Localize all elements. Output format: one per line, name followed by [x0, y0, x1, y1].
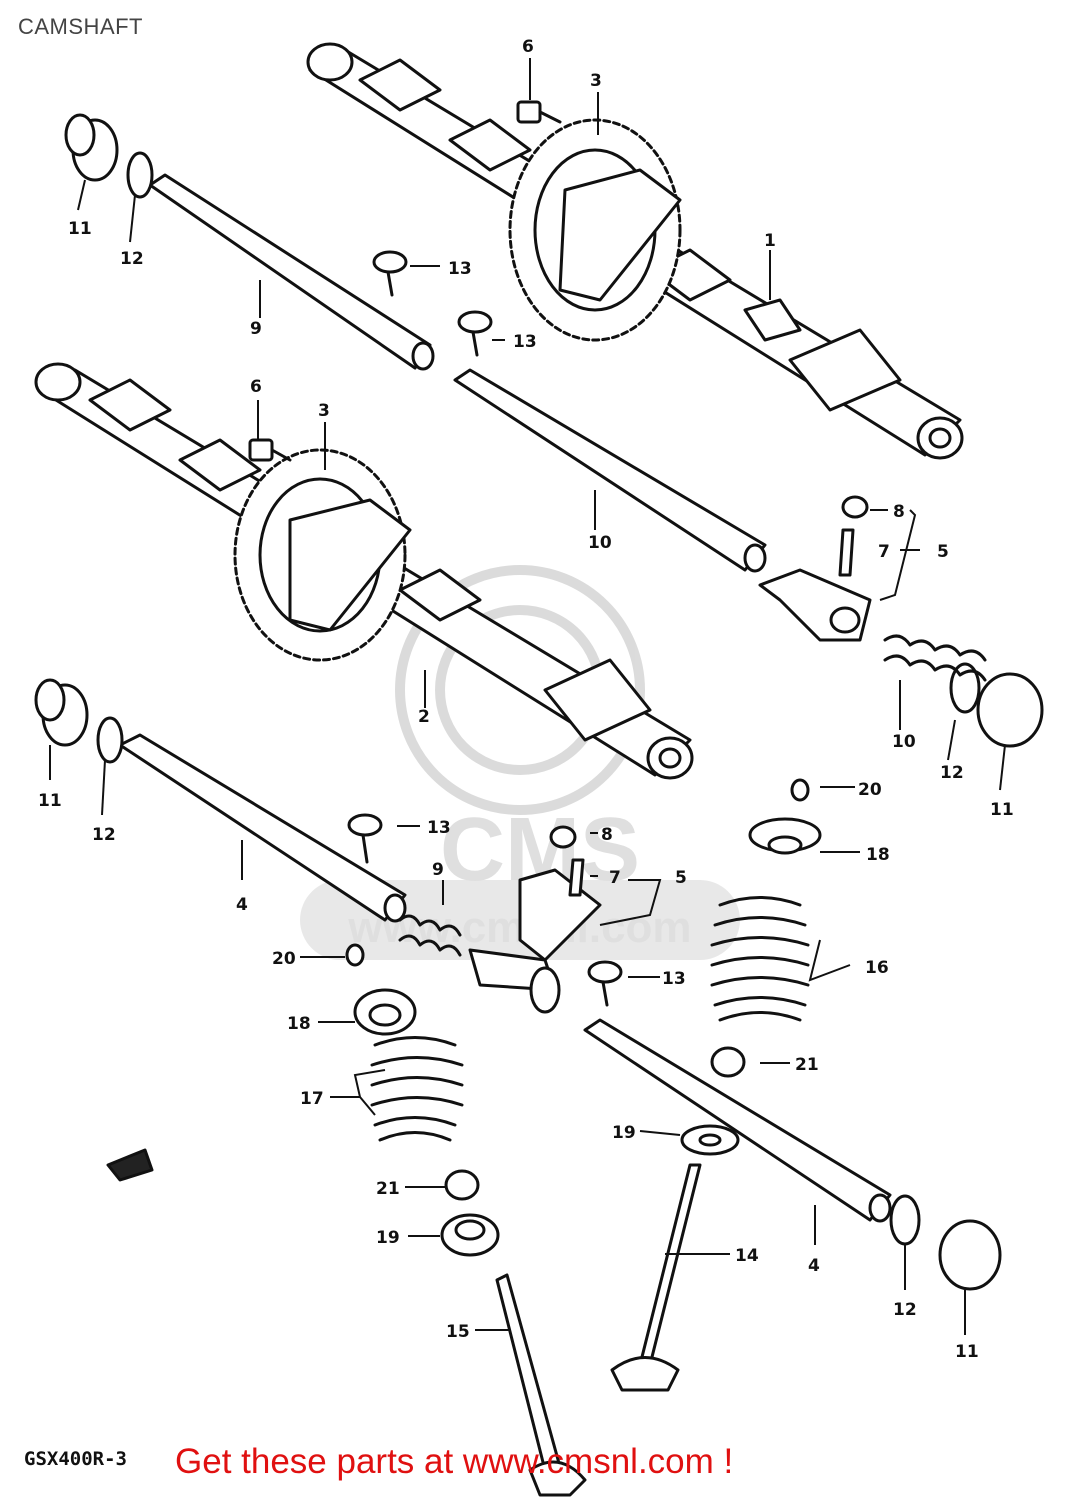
- callout-17: 17: [300, 1089, 324, 1109]
- callout-11: 11: [990, 800, 1014, 820]
- part-12-gasket-1: [126, 151, 154, 199]
- callout-20: 20: [858, 780, 882, 800]
- callout-19: 19: [376, 1228, 400, 1248]
- callout-8: 4: [236, 895, 248, 915]
- leader-lines: [49, 58, 1006, 1335]
- part-6-adjuster-upper: [838, 528, 855, 577]
- callout-19: 19: [612, 1123, 636, 1143]
- part-10-spring-upper: [883, 634, 987, 682]
- parts-link-banner[interactable]: Get these parts at www.cmsnl.com !: [175, 1442, 734, 1481]
- callout-18: 18: [866, 845, 890, 865]
- callout-9: 10: [588, 533, 612, 553]
- callout-14: 14: [735, 1246, 759, 1266]
- callout-4: 6: [250, 377, 262, 397]
- callout-13: 13: [662, 969, 686, 989]
- part-8-shaft-upper: [148, 173, 435, 371]
- callout-6: 7: [609, 868, 621, 888]
- callout-12: 12: [893, 1300, 917, 1320]
- callout-4: 6: [522, 37, 534, 57]
- callout-5: 5: [675, 868, 687, 888]
- callout-2: 2: [418, 707, 430, 727]
- callout-20: 20: [272, 949, 296, 969]
- part-10-spring-lower: [398, 914, 462, 957]
- callout-18: 18: [287, 1014, 311, 1034]
- front-direction-arrow: [106, 1148, 154, 1182]
- callout-13: 13: [513, 332, 537, 352]
- part-13-screw-2: [457, 310, 493, 357]
- part-4-bolt-lower: [248, 438, 292, 462]
- part-11-plug-3: [976, 672, 1044, 748]
- callout-21: 21: [376, 1179, 400, 1199]
- callout-10: 9: [432, 860, 444, 880]
- part-20-cotter-right: [790, 778, 810, 802]
- part-7-nut-lower: [549, 825, 577, 849]
- callout-9: 4: [808, 1256, 820, 1276]
- callout-6: 7: [878, 542, 890, 562]
- callout-5: 5: [937, 542, 949, 562]
- part-3-sprocket-upper: [508, 118, 682, 342]
- callout-11: 11: [38, 791, 62, 811]
- callout-7: 8: [893, 502, 905, 522]
- part-9-shaft-upper: [453, 368, 767, 573]
- callout-3: 3: [590, 71, 602, 91]
- callout-1: 1: [764, 231, 776, 251]
- callout-21: 21: [795, 1055, 819, 1075]
- part-7-nut-upper: [841, 495, 869, 519]
- part-13-screw-1: [372, 250, 408, 297]
- part-19-seat-right: [680, 1124, 740, 1156]
- part-13-screw-4: [587, 960, 623, 1007]
- callout-12: 12: [940, 763, 964, 783]
- part-5-rocker-arm-upper: [758, 568, 872, 642]
- part-16-valve-springs: [710, 896, 810, 1022]
- part-20-cotter-left: [345, 943, 365, 967]
- part-9-shaft-lower: [583, 1018, 892, 1223]
- part-12-gasket-2: [96, 716, 124, 764]
- part-12-gasket-4: [889, 1194, 921, 1246]
- part-21-shim-right: [710, 1046, 746, 1078]
- part-5-rocker-arm-lower: [468, 868, 602, 1014]
- page-title: CAMSHAFT: [18, 14, 143, 39]
- callout-15: 15: [446, 1322, 470, 1342]
- callout-7: 8: [601, 825, 613, 845]
- part-19-seat-left: [440, 1213, 500, 1257]
- part-18-retainer-left: [353, 988, 417, 1036]
- part-12-gasket-3: [949, 662, 981, 714]
- callout-8: 9: [250, 319, 262, 339]
- part-11-plug-4: [938, 1219, 1002, 1291]
- part-21-shim-left: [444, 1169, 480, 1201]
- callout-11: 11: [68, 219, 92, 239]
- part-11-plug-2: [34, 678, 89, 747]
- part-14-valve: [610, 1163, 702, 1392]
- part-11-plug-1: [64, 113, 119, 182]
- diagram-code-label: GSX400R-3: [24, 1448, 127, 1470]
- part-4-bolt-upper: [516, 100, 562, 124]
- callout-16: 16: [865, 958, 889, 978]
- part-18-retainer-right: [748, 817, 822, 855]
- part-6-adjuster-lower: [568, 858, 585, 897]
- callout-3: 3: [318, 401, 330, 421]
- part-3-sprocket-lower: [233, 448, 412, 662]
- callout-12: 12: [120, 249, 144, 269]
- part-8-shaft-lower: [118, 733, 407, 923]
- part-15-valve: [495, 1273, 587, 1497]
- callout-labels: 6 3 1 11 12 13 9 13 6 3 8 10 7 5 2 10 12…: [38, 37, 1014, 1362]
- callout-13: 13: [427, 818, 451, 838]
- callout-12: 12: [92, 825, 116, 845]
- callout-13: 13: [448, 259, 472, 279]
- callout-11: 11: [955, 1342, 979, 1362]
- part-13-screw-3: [347, 813, 383, 864]
- part-17-valve-springs: [370, 1036, 464, 1142]
- callout-10: 10: [892, 732, 916, 752]
